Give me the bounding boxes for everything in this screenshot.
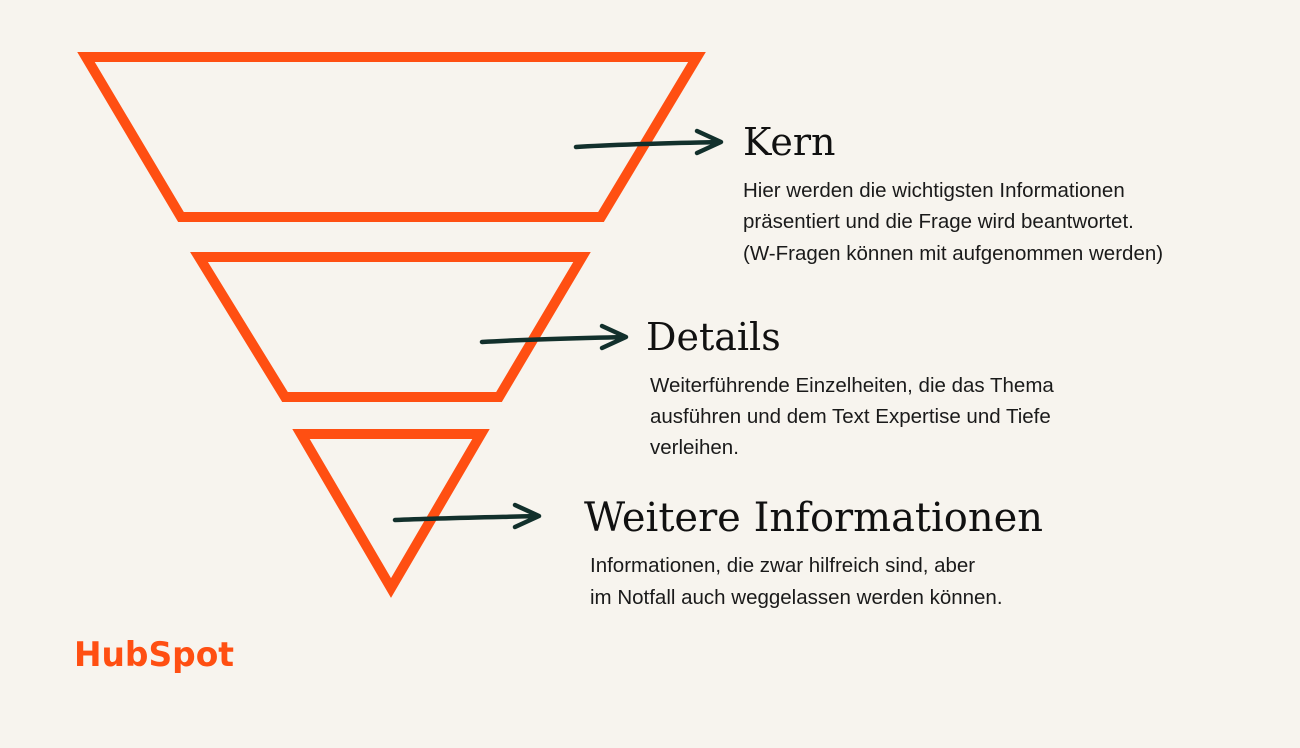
section-text: Weiterführende Einzelheiten, die das The… bbox=[650, 374, 1054, 397]
section-title-weitere: Weitere Informationen bbox=[584, 495, 1043, 541]
arrow-icon bbox=[479, 323, 629, 351]
arrow-icon bbox=[392, 502, 542, 530]
section-text: im Notfall auch weggelassen werden könne… bbox=[590, 586, 1003, 609]
section-text: Informationen, die zwar hilfreich sind, … bbox=[590, 554, 975, 577]
section-text: Hier werden die wichtigsten Informatione… bbox=[743, 179, 1125, 202]
section-text: (W-Fragen können mit aufgenommen werden) bbox=[743, 242, 1163, 265]
section-title-kern: Kern bbox=[743, 120, 836, 164]
hubspot-logo: HubSpot bbox=[74, 635, 234, 675]
logo-text: HubSpot bbox=[74, 635, 234, 675]
section-title-details: Details bbox=[646, 315, 781, 359]
funnel-tier-kern bbox=[77, 52, 706, 222]
funnel-tier-weitere bbox=[292, 429, 490, 598]
section-text: ausführen und dem Text Expertise und Tie… bbox=[650, 405, 1051, 428]
arrow-icon bbox=[573, 128, 724, 156]
funnel-tier-details bbox=[190, 252, 591, 402]
section-text: präsentiert und die Frage wird beantwort… bbox=[743, 210, 1134, 233]
section-text: verleihen. bbox=[650, 436, 739, 459]
